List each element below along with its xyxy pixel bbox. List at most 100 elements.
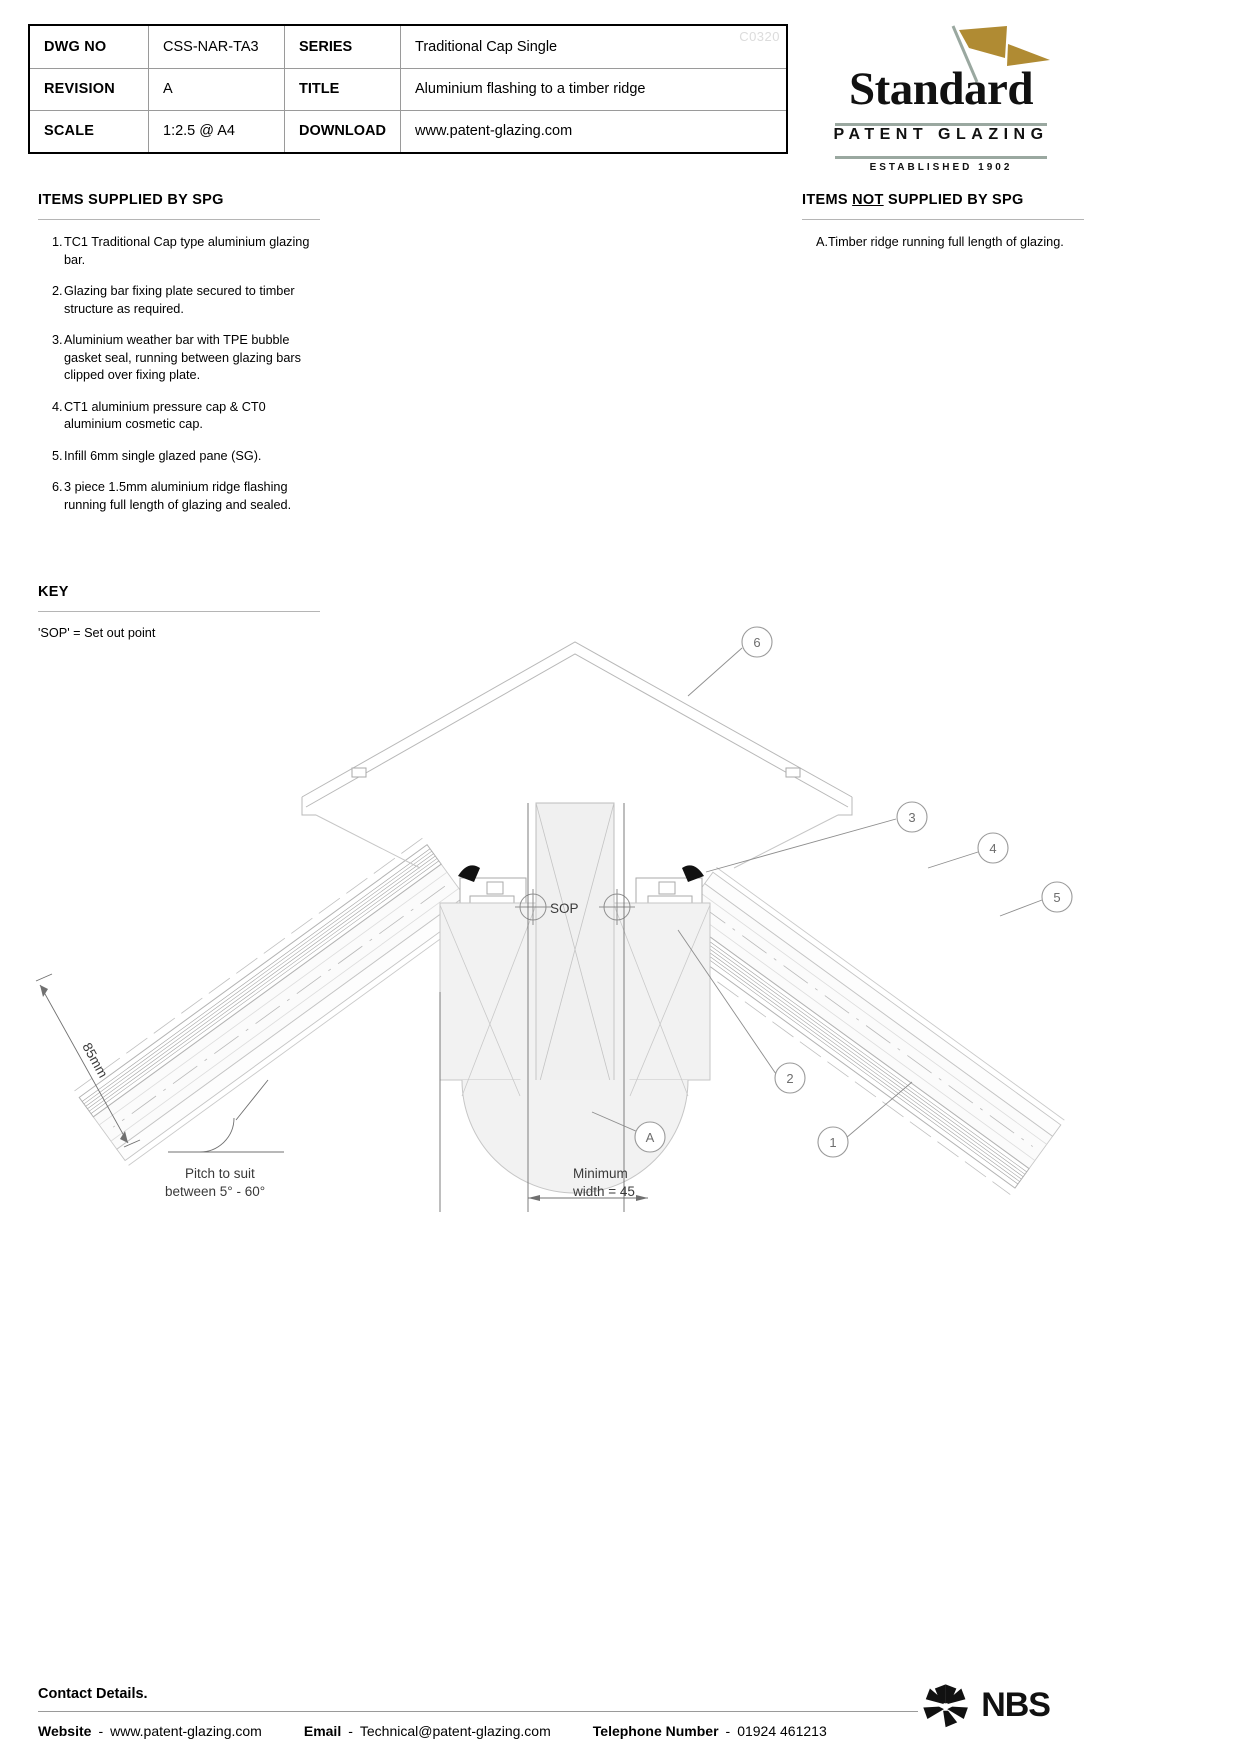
- callout-leaders: [591, 647, 1043, 1139]
- callout-label: 5: [1053, 890, 1060, 905]
- table-row: SCALE 1:2.5 @ A4 DOWNLOAD www.patent-gla…: [30, 109, 786, 152]
- contact-details-title: Contact Details.: [38, 1686, 148, 1702]
- right-roof-assembly: [617, 865, 1065, 1195]
- callout-bubble[interactable]: 5: [1041, 881, 1073, 913]
- flag-icon: [951, 25, 1050, 83]
- dimension-85mm: [35, 973, 141, 1148]
- dimension-min-width: [439, 803, 648, 1212]
- download-value[interactable]: www.patent-glazing.com: [400, 110, 786, 152]
- email-value[interactable]: Technical@patent-glazing.com: [359, 1723, 551, 1739]
- list-item-text: CT1 aluminium pressure cap & CT0 alumini…: [64, 399, 266, 432]
- revision-value: A: [148, 68, 284, 110]
- technical-drawing: SOP 85mm Pitch to suit between 5° - 60°: [0, 600, 1240, 1260]
- min-width-line1: Minimum: [573, 1166, 628, 1181]
- items-supplied-section: ITEMS SUPPLIED BY SPG 1. TC1 Traditional…: [38, 192, 320, 528]
- pitch-angle-indicator: [168, 1079, 284, 1153]
- callout-bubble[interactable]: 1: [817, 1126, 849, 1158]
- company-logo: Standard PATENT GLAZING ESTABLISHED 1902: [825, 22, 1057, 173]
- list-item: 4. CT1 aluminium pressure cap & CT0 alum…: [38, 399, 320, 434]
- website-value[interactable]: www.patent-glazing.com: [110, 1723, 262, 1739]
- list-item-text: Aluminium weather bar with TPE bubble ga…: [64, 333, 301, 382]
- email-label: Email: [303, 1723, 342, 1739]
- list-item-text: Timber ridge running full length of glaz…: [828, 235, 1064, 249]
- nbs-wordmark: NBS: [981, 1685, 1051, 1724]
- callout-label: 3: [908, 810, 915, 825]
- glazing-bar-right: [666, 915, 1030, 1189]
- title-value: Aluminium flashing to a timber ridge: [400, 68, 786, 110]
- title-block: C0320 DWG NO CSS-NAR-TA3 SERIES Traditio…: [28, 24, 788, 154]
- website-label: Website: [38, 1723, 92, 1739]
- dash-1: -: [98, 1723, 104, 1739]
- series-label: SERIES: [284, 26, 400, 68]
- list-item: 3. Aluminium weather bar with TPE bubble…: [38, 332, 320, 385]
- tpe-gasket-right: [682, 865, 704, 882]
- list-item: 2. Glazing bar fixing plate secured to t…: [38, 283, 320, 318]
- items-supplied-list: 1. TC1 Traditional Cap type aluminium gl…: [38, 234, 320, 514]
- callout-label: A: [646, 1130, 655, 1145]
- dwg-no-value: CSS-NAR-TA3: [148, 26, 284, 68]
- list-item-number: 1.: [52, 235, 63, 249]
- nbs-flower-icon: [923, 1684, 968, 1728]
- list-item-number: 2.: [52, 284, 63, 298]
- list-item-text: 3 piece 1.5mm aluminium ridge flashing r…: [64, 480, 292, 512]
- list-item: A. Timber ridge running full length of g…: [802, 234, 1084, 252]
- items-not-supplied-heading: ITEMS NOT SUPPLIED BY SPG: [802, 192, 1084, 208]
- heading-part-c: SUPPLIED BY SPG: [883, 192, 1024, 208]
- nbs-logo: NBS: [920, 1674, 1051, 1736]
- pitch-label-line1: Pitch to suit: [185, 1166, 255, 1181]
- list-item-number: 6.: [52, 480, 63, 494]
- list-item-number: 4.: [52, 399, 63, 414]
- dash-3: -: [725, 1723, 731, 1739]
- list-item: 1. TC1 Traditional Cap type aluminium gl…: [38, 234, 320, 269]
- logo-established: ESTABLISHED 1902: [869, 162, 1013, 173]
- series-value: Traditional Cap Single: [400, 26, 786, 68]
- heading-part-a: ITEMS: [802, 192, 853, 208]
- sop-label: SOP: [550, 901, 579, 916]
- callout-label: 1: [829, 1135, 836, 1150]
- footer-contact: Contact Details. Website - www.patent-gl…: [38, 1686, 918, 1739]
- cosmetic-cap-left: [116, 895, 474, 1162]
- logo-subtitle: PATENT GLAZING: [833, 126, 1049, 143]
- table-row: DWG NO CSS-NAR-TA3 SERIES Traditional Ca…: [30, 26, 786, 68]
- left-roof-assembly: [74, 837, 545, 1166]
- cosmetic-cap-right: [704, 871, 1062, 1137]
- timber-ridge: [439, 802, 711, 1194]
- callout-label: 6: [753, 635, 760, 650]
- table-row: REVISION A TITLE Aluminium flashing to a…: [30, 67, 786, 110]
- title-label: TITLE: [284, 68, 400, 110]
- section-divider: [38, 611, 320, 612]
- callout-label: 2: [786, 1071, 793, 1086]
- list-item: 6. 3 piece 1.5mm aluminium ridge flashin…: [38, 479, 320, 514]
- footer-row: Website - www.patent-glazing.com Email -…: [38, 1723, 918, 1739]
- scale-label: SCALE: [44, 123, 95, 140]
- list-item-number: 3.: [52, 333, 63, 347]
- section-divider: [38, 219, 320, 220]
- list-item-text: Glazing bar fixing plate secured to timb…: [64, 284, 295, 316]
- callout-bubble[interactable]: 2: [774, 1062, 806, 1094]
- callout-bubble[interactable]: 4: [977, 832, 1009, 864]
- scale-value: 1:2.5 @ A4: [148, 110, 284, 152]
- items-supplied-heading: ITEMS SUPPLIED BY SPG: [38, 192, 224, 208]
- tpe-gasket-left: [458, 865, 480, 882]
- glazing-bar-left: [78, 843, 442, 1118]
- key-heading: KEY: [38, 584, 69, 600]
- callout-bubble[interactable]: A: [634, 1121, 666, 1153]
- pitch-label-line2: between 5° - 60°: [165, 1184, 265, 1199]
- telephone-value: 01924 461213: [737, 1723, 827, 1739]
- list-item-number: 5.: [52, 448, 63, 463]
- items-not-supplied-list: A. Timber ridge running full length of g…: [802, 234, 1084, 252]
- section-divider: [802, 219, 1084, 220]
- key-section: KEY 'SOP' = Set out point: [38, 584, 320, 640]
- list-item-text: TC1 Traditional Cap type aluminium glazi…: [64, 235, 310, 267]
- callout-bubble[interactable]: 6: [741, 626, 773, 658]
- items-not-supplied-section: ITEMS NOT SUPPLIED BY SPG A. Timber ridg…: [802, 192, 1084, 266]
- sop-marker-left: [515, 889, 551, 925]
- sheet-watermark: C0320: [739, 29, 780, 44]
- list-item-number: A.: [816, 235, 828, 249]
- download-label: DOWNLOAD: [284, 110, 400, 152]
- dwg-no-label: DWG NO: [44, 38, 107, 55]
- callout-bubble[interactable]: 3: [896, 801, 928, 833]
- logo-rule-bottom: [835, 156, 1047, 159]
- min-width-line2: width = 45: [572, 1184, 635, 1199]
